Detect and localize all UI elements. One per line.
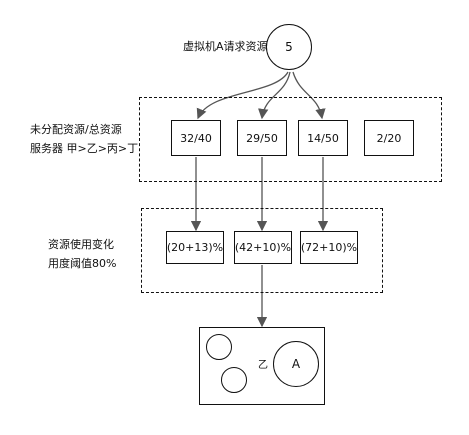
placement-server-label: 乙 — [258, 360, 268, 371]
server-yi-box: 29/50 — [237, 120, 287, 156]
placed-vm-label: A — [291, 357, 301, 371]
server-group-frame — [139, 97, 442, 182]
group2-label-line1: 资源使用变化 — [48, 238, 114, 251]
group2-label-line2: 用度阈值80% — [48, 257, 117, 270]
usage-change-yi-value: (42+10)% — [234, 241, 292, 254]
existing-vm-circle-1 — [206, 334, 232, 360]
request-circle: 5 — [266, 24, 312, 70]
server-yi-value: 29/50 — [246, 131, 278, 145]
server-bing-box: 14/50 — [298, 120, 348, 156]
server-jia-value: 32/40 — [180, 131, 212, 145]
group1-label-line1: 未分配资源/总资源 — [30, 123, 122, 136]
server-bing-value: 14/50 — [307, 131, 339, 145]
request-label: 虚拟机A请求资源 — [183, 40, 268, 53]
server-ding-value: 2/20 — [376, 131, 402, 145]
arrow-to-server-jia — [196, 71, 289, 120]
arrow-to-server-yi — [258, 71, 291, 120]
usage-change-jia: (20+13)% — [166, 231, 224, 264]
server-ding-box: 2/20 — [364, 120, 414, 156]
usage-change-frame — [141, 208, 383, 293]
request-value: 5 — [285, 40, 293, 54]
existing-vm-circle-2 — [221, 367, 247, 393]
arrow-to-server-bing — [292, 71, 326, 120]
usage-change-jia-value: (20+13)% — [166, 241, 224, 254]
usage-change-bing-value: (72+10)% — [300, 241, 358, 254]
group1-label-line2: 服务器 甲>乙>丙>丁 — [30, 142, 139, 155]
usage-change-yi: (42+10)% — [234, 231, 292, 264]
server-jia-box: 32/40 — [171, 120, 221, 156]
usage-change-bing: (72+10)% — [300, 231, 358, 264]
placed-vm-circle: A — [273, 341, 319, 387]
